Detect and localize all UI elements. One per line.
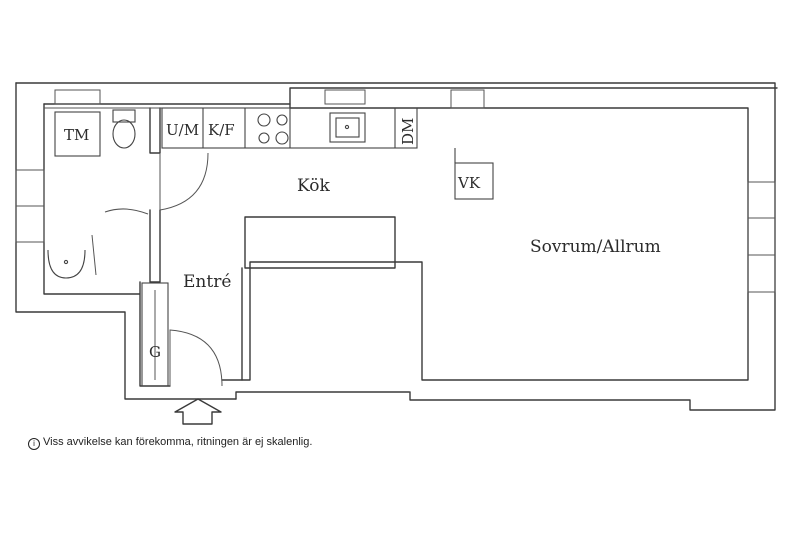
info-icon: i bbox=[28, 438, 40, 450]
fixture-label-fridge-freezer: K/F bbox=[208, 121, 235, 139]
wardrobe bbox=[141, 282, 169, 387]
kitchen-sink-icon bbox=[329, 112, 366, 143]
windows bbox=[15, 89, 776, 293]
stove-icon bbox=[257, 113, 289, 145]
fixture-label-washing-machine: TM bbox=[64, 126, 89, 144]
room-label-entrance: Entré bbox=[183, 272, 231, 292]
doors bbox=[159, 152, 223, 387]
toilet-icon bbox=[112, 109, 136, 149]
washing-machine-box bbox=[54, 111, 101, 157]
fixture-label-vk: VK bbox=[457, 174, 481, 192]
fixture-label-wardrobe: G bbox=[149, 343, 161, 361]
shower-icon bbox=[91, 208, 149, 276]
washbasin-icon bbox=[47, 249, 86, 279]
fixture-label-dishwasher: DM bbox=[399, 118, 417, 145]
fixture-label-microwave-oven: U/M bbox=[166, 121, 199, 139]
kitchen-counter bbox=[161, 107, 494, 200]
room-label-bedroom-living: Sovrum/Allrum bbox=[530, 237, 661, 257]
outer-walls bbox=[15, 82, 778, 411]
disclaimer-text: Viss avvikelse kan förekomma, ritningen … bbox=[43, 436, 313, 448]
entrance-arrow-icon bbox=[174, 398, 222, 425]
room-label-kitchen: Kök bbox=[297, 176, 330, 196]
